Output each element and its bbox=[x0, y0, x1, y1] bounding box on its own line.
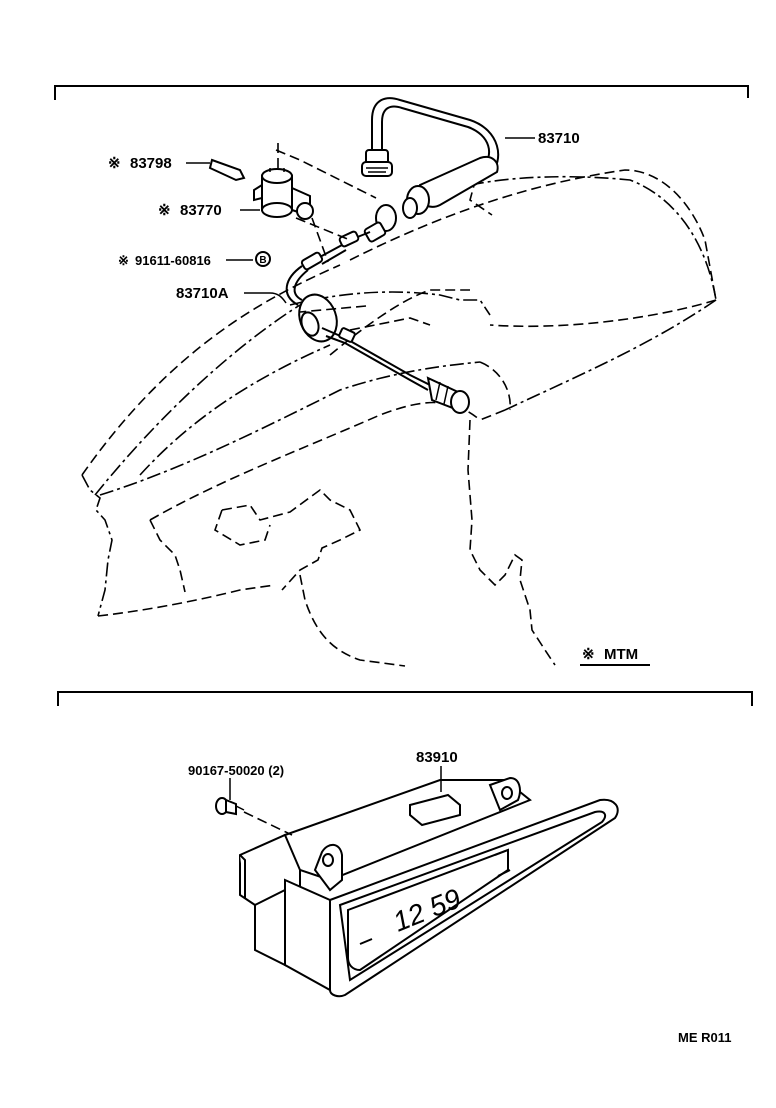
lower-section-frame bbox=[57, 691, 753, 706]
part-number-90167-50020: 90167-50020 (2) bbox=[188, 763, 284, 778]
part-number-83770: 83770 bbox=[180, 202, 222, 219]
badge-b: B bbox=[259, 255, 266, 266]
speedometer-cable-83710 bbox=[361, 97, 535, 219]
upper-section-frame bbox=[54, 85, 749, 100]
marker-mtm: ※ bbox=[582, 646, 595, 663]
instrument-panel-outline bbox=[81, 169, 717, 667]
clock-83910 bbox=[239, 776, 619, 998]
assembly-dashed-leaders bbox=[275, 143, 377, 313]
part-number-83798: 83798 bbox=[130, 155, 172, 172]
part-number-83910: 83910 bbox=[416, 749, 458, 766]
part-number-83710A: 83710A bbox=[176, 285, 229, 302]
fitting-83770 bbox=[253, 168, 314, 220]
speedometer-cable-83710A bbox=[285, 204, 470, 414]
marker-91611: ※ bbox=[118, 253, 129, 268]
part-number-91611-60816: 91611-60816 bbox=[135, 253, 211, 268]
marker-83798: ※ bbox=[108, 155, 121, 172]
diagram-code: ME R011 bbox=[678, 1030, 731, 1045]
part-number-83710: 83710 bbox=[538, 130, 580, 147]
label-leaders bbox=[186, 162, 287, 304]
marker-83770: ※ bbox=[158, 202, 171, 219]
pin-83798 bbox=[208, 158, 246, 182]
screw-90167-50020 bbox=[215, 797, 293, 836]
mtm-label: MTM bbox=[604, 646, 638, 663]
